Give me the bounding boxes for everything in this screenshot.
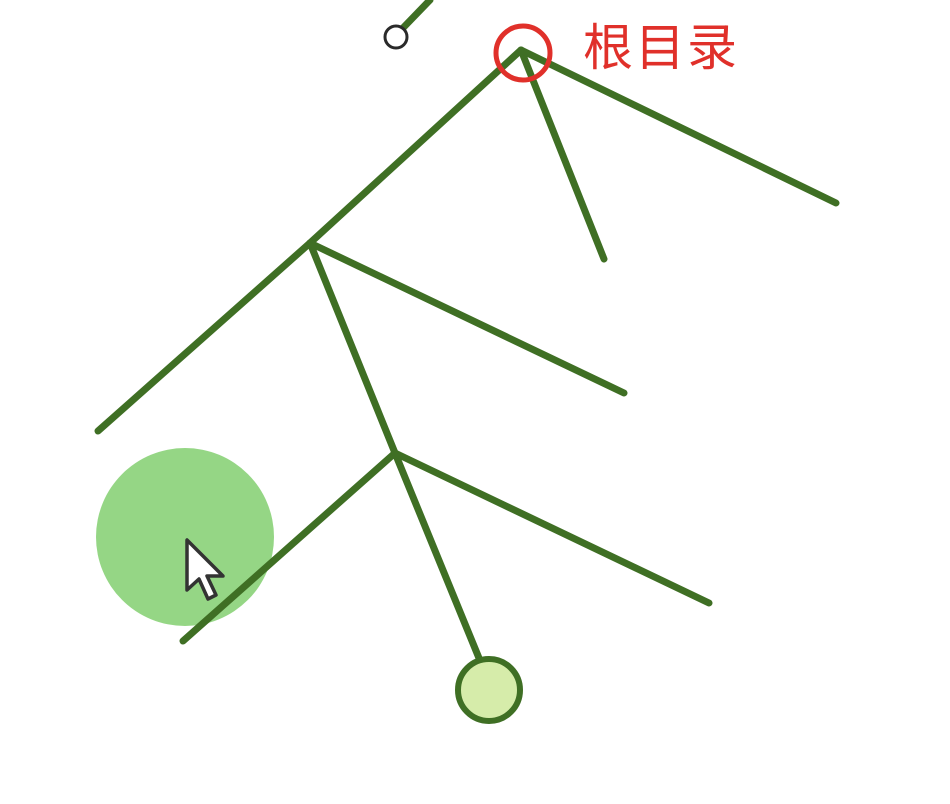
root-annotation-circle — [493, 23, 553, 83]
node-b-edge-to-leaf — [391, 449, 485, 667]
cursor-highlight-circle — [96, 448, 274, 626]
node-a-edge-to-node-b — [306, 239, 399, 457]
root-edge-to-node-a — [306, 46, 525, 247]
root-edge-middle — [517, 46, 608, 263]
tree-branches — [94, 0, 840, 667]
node-b-edge-left — [179, 449, 399, 645]
mouse-pointer-icon — [185, 538, 225, 601]
node-a-edge-left — [94, 239, 314, 435]
root-edge-right — [517, 46, 840, 207]
node-a-edge-right — [306, 239, 628, 397]
leaf-node — [455, 656, 523, 724]
node-b-edge-right — [391, 449, 713, 607]
root-label: 根目录 — [583, 19, 739, 77]
small-node — [383, 24, 409, 50]
parent-edge — [397, 0, 434, 34]
